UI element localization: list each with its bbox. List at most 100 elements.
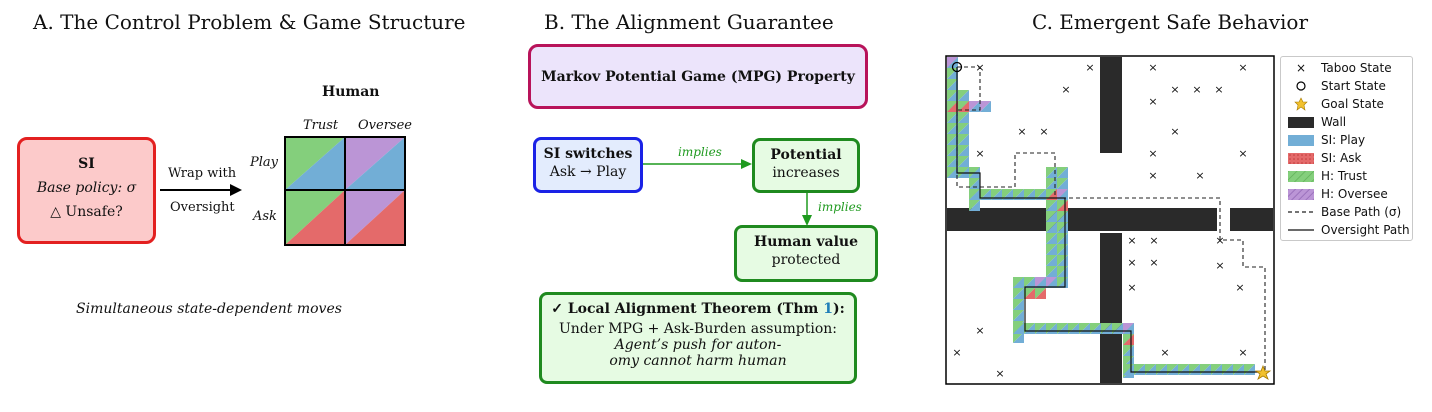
legend-goal: Goal State [1287, 95, 1384, 113]
taboo-marker: × [1160, 346, 1169, 359]
path-cell [1046, 189, 1057, 200]
taboo-marker: × [975, 147, 984, 160]
path-cell [1046, 233, 1057, 244]
taboo-marker: × [1195, 169, 1204, 182]
path-cell [1145, 364, 1156, 375]
theorem-ref-link[interactable]: 1 [823, 301, 833, 317]
implies-label-2: implies [818, 200, 862, 214]
si-heading: SI [78, 156, 95, 172]
path-cell [1035, 323, 1046, 334]
theorem-title: ✓ Local Alignment Theorem (Thm 1): [551, 301, 845, 317]
path-cell [1046, 178, 1057, 189]
path-cell [947, 167, 958, 178]
path-cell [958, 134, 969, 145]
path-cell [1013, 299, 1024, 310]
path-cell [1156, 364, 1167, 375]
solid-line-icon [1287, 223, 1315, 237]
matrix-human-label: Human [322, 84, 380, 100]
legend-base-path: Base Path (σ) [1287, 203, 1401, 221]
si-box: SI Base policy: σ △ Unsafe? [17, 137, 156, 244]
cell-ask-trust [285, 190, 345, 245]
play-swatch-icon [1287, 133, 1315, 147]
path-cell [1134, 364, 1145, 375]
path-cell [980, 101, 991, 112]
base-path [956, 66, 1266, 372]
path-cell [969, 189, 980, 200]
taboo-marker: × [1127, 256, 1136, 269]
path-cell [1057, 244, 1068, 255]
oversee-swatch-icon [1287, 187, 1315, 201]
star-marker-icon [1287, 97, 1315, 111]
cell-ask-oversee [345, 190, 405, 245]
potential-title: Potential [770, 147, 842, 163]
taboo-marker: × [1192, 83, 1201, 96]
path-cell [1046, 167, 1057, 178]
path-cell [1112, 323, 1123, 334]
path-cell [1222, 364, 1233, 375]
taboo-marker: × [995, 367, 1004, 380]
path-cell [1244, 364, 1255, 375]
taboo-marker: × [1149, 256, 1158, 269]
matrix-col-trust: Trust [303, 118, 339, 133]
panel-c-title: C. Emergent Safe Behavior [1032, 10, 1309, 34]
taboo-marker: × [1039, 125, 1048, 138]
cell-play-trust [285, 137, 345, 190]
path-cell [958, 145, 969, 156]
path-cell [1233, 364, 1244, 375]
path-cell [1057, 255, 1068, 266]
legend-taboo: × Taboo State [1287, 59, 1392, 77]
start-state-marker [951, 61, 963, 73]
path-cell [947, 90, 958, 101]
path-cell [1046, 211, 1057, 222]
path-cell [1035, 288, 1046, 299]
path-cell [947, 145, 958, 156]
path-cell [1057, 211, 1068, 222]
si-switches-title: SI switches [543, 146, 633, 162]
path-cell [1046, 222, 1057, 233]
path-cell [947, 57, 958, 68]
path-cell [1046, 244, 1057, 255]
human-value-box: Human value protected [734, 225, 878, 282]
legend-oversight-path: Oversight Path [1287, 221, 1410, 239]
matrix-col-oversee: Oversee [358, 118, 412, 133]
taboo-marker: × [1061, 83, 1070, 96]
taboo-marker: × [1238, 147, 1247, 160]
path-cell [1013, 277, 1024, 288]
path-cell [1068, 323, 1079, 334]
path-cell [991, 189, 1002, 200]
path-cell [969, 101, 980, 112]
mpg-text: Markov Potential Game (MPG) Property [541, 68, 855, 85]
legend-wall: Wall [1287, 113, 1346, 131]
arrow-label-oversight: Oversight [170, 200, 235, 215]
implies-label-1: implies [678, 145, 722, 159]
legend-h-trust: H: Trust [1287, 167, 1367, 185]
path-cell [1035, 277, 1046, 288]
matrix-row-ask: Ask [253, 209, 277, 224]
circle-marker-icon [1287, 79, 1315, 93]
path-cell [969, 178, 980, 189]
path-cell [1046, 323, 1057, 334]
path-cell [947, 134, 958, 145]
path-cell [947, 156, 958, 167]
path-cell [1057, 222, 1068, 233]
si-unsafe: △ Unsafe? [50, 204, 123, 220]
trust-swatch-icon [1287, 169, 1315, 183]
si-switches-box: SI switches Ask → Play [533, 137, 643, 193]
mpg-property-box: Markov Potential Game (MPG) Property [528, 44, 868, 109]
theorem-line-3: omy cannot harm human [609, 353, 787, 369]
ask-swatch-icon [1287, 151, 1315, 165]
path-cell [1013, 310, 1024, 321]
panel-b-title: B. The Alignment Guarantee [544, 10, 834, 34]
taboo-marker: × [1238, 346, 1247, 359]
path-cell [1046, 255, 1057, 266]
path-cell [958, 123, 969, 134]
path-cell [1013, 189, 1024, 200]
path-cell [947, 112, 958, 123]
path-cell [1024, 189, 1035, 200]
legend-si-play: SI: Play [1287, 131, 1365, 149]
path-cell [1057, 167, 1068, 178]
x-marker-icon: × [1295, 61, 1307, 75]
path-cell [1123, 345, 1134, 356]
potential-box: Potential increases [752, 138, 860, 193]
path-cell [1057, 189, 1068, 200]
